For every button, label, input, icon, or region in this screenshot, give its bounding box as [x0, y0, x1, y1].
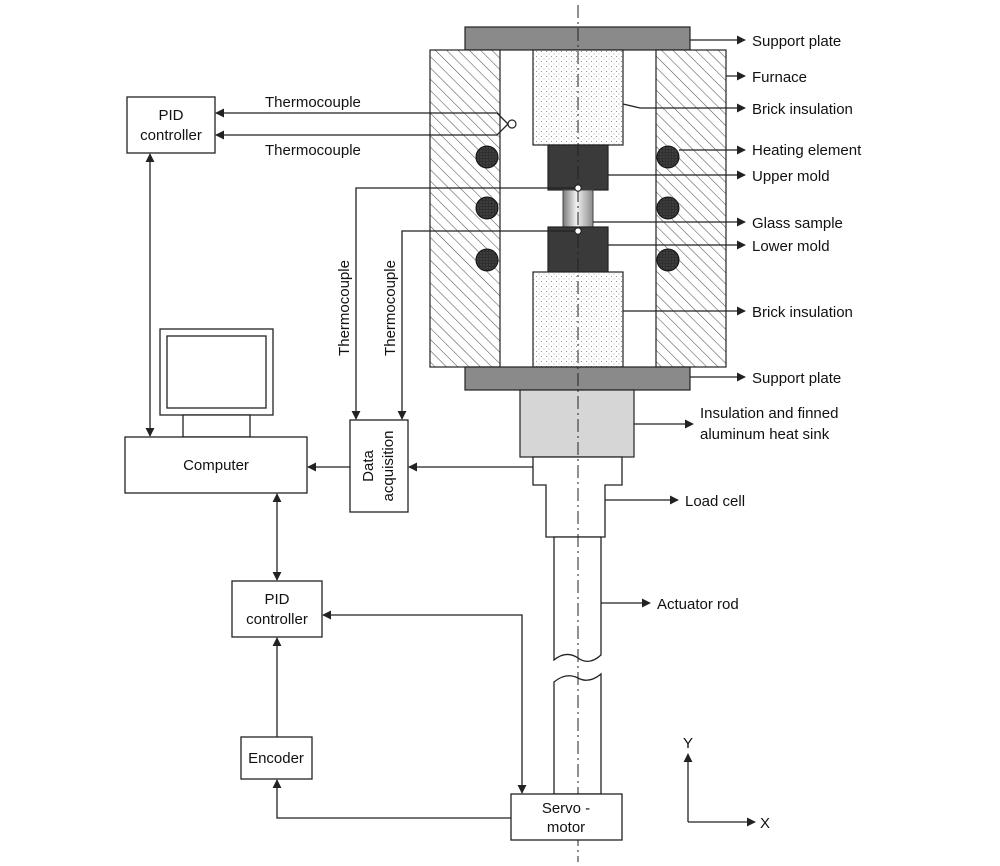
label-glass-sample: Glass sample: [752, 215, 843, 232]
label-support-plate-bottom: Support plate: [752, 370, 841, 387]
thermocouple-wire-bottom: [215, 123, 509, 140]
thermocouple-wire-upper-mold: [351, 187, 574, 420]
thermocouple-wire-top: [215, 108, 509, 125]
label-heating-element: Heating element: [752, 142, 862, 159]
leader-brick-insulation-top: [622, 103, 746, 113]
thermocouple-junctions: [507, 119, 582, 235]
data-acquisition-box: Data acquisition: [349, 419, 409, 513]
servo-line1: Servo -: [542, 800, 590, 817]
heating-element: [475, 145, 499, 169]
axis-x-label: X: [760, 815, 770, 832]
servo-line2: motor: [547, 819, 585, 836]
heat-sink: [519, 389, 635, 458]
label-furnace: Furnace: [752, 69, 807, 86]
encoder-label: Encoder: [248, 750, 304, 767]
label-thermocouple-top: Thermocouple: [265, 94, 361, 111]
daq-line1: Data: [360, 450, 377, 482]
heating-elements: [475, 145, 680, 272]
thermocouple-wire-lower-mold: [397, 230, 574, 420]
label-load-cell: Load cell: [685, 493, 745, 510]
connections: [145, 35, 746, 819]
pid-controller-top: PID controller: [126, 96, 216, 154]
pid-top-line2: controller: [140, 127, 202, 144]
actuator-rod-upper: [553, 536, 602, 662]
heating-element: [656, 248, 680, 272]
servo-to-encoder: [272, 779, 511, 819]
label-brick-insulation-top: Brick insulation: [752, 101, 853, 118]
labels: Support plate Furnace Brick insulation H…: [265, 33, 862, 613]
label-support-plate-top: Support plate: [752, 33, 841, 50]
label-lower-mold: Lower mold: [752, 238, 830, 255]
actuator-rod-lower: [553, 672, 602, 795]
computer-box: Computer: [124, 436, 308, 494]
heating-element: [656, 196, 680, 220]
heating-element: [475, 248, 499, 272]
servo-motor-box: Servo - motor: [510, 793, 623, 841]
junction-furnace: [507, 119, 517, 129]
pid-bottom-line2: controller: [246, 611, 308, 628]
furnace-assembly: [429, 5, 727, 862]
label-heat-sink-line1: Insulation and finned: [700, 405, 838, 422]
label-actuator-rod: Actuator rod: [657, 596, 739, 613]
heating-element: [475, 196, 499, 220]
pid-to-servo: [322, 610, 527, 794]
label-upper-mold: Upper mold: [752, 168, 830, 185]
junction-lower-mold: [574, 227, 582, 235]
computer-monitor: [159, 328, 274, 438]
pid-controller-bottom: PID controller: [231, 580, 323, 638]
junction-upper-mold: [574, 184, 582, 192]
heating-element: [656, 145, 680, 169]
label-thermocouple-bottom: Thermocouple: [265, 142, 361, 159]
coordinate-axes: Y X: [683, 735, 770, 832]
label-brick-insulation-bottom: Brick insulation: [752, 304, 853, 321]
encoder-box: Encoder: [240, 736, 313, 780]
pid-bottom-line1: PID: [264, 591, 289, 608]
daq-line2: acquisition: [380, 431, 397, 502]
label-thermocouple-vertical-2: Thermocouple: [382, 260, 399, 356]
axis-y-label: Y: [683, 735, 693, 752]
label-thermocouple-vertical-1: Thermocouple: [336, 260, 353, 356]
label-heat-sink-line2: aluminum heat sink: [700, 426, 830, 443]
pid-top-line1: PID: [158, 107, 183, 124]
computer-label: Computer: [183, 457, 249, 474]
